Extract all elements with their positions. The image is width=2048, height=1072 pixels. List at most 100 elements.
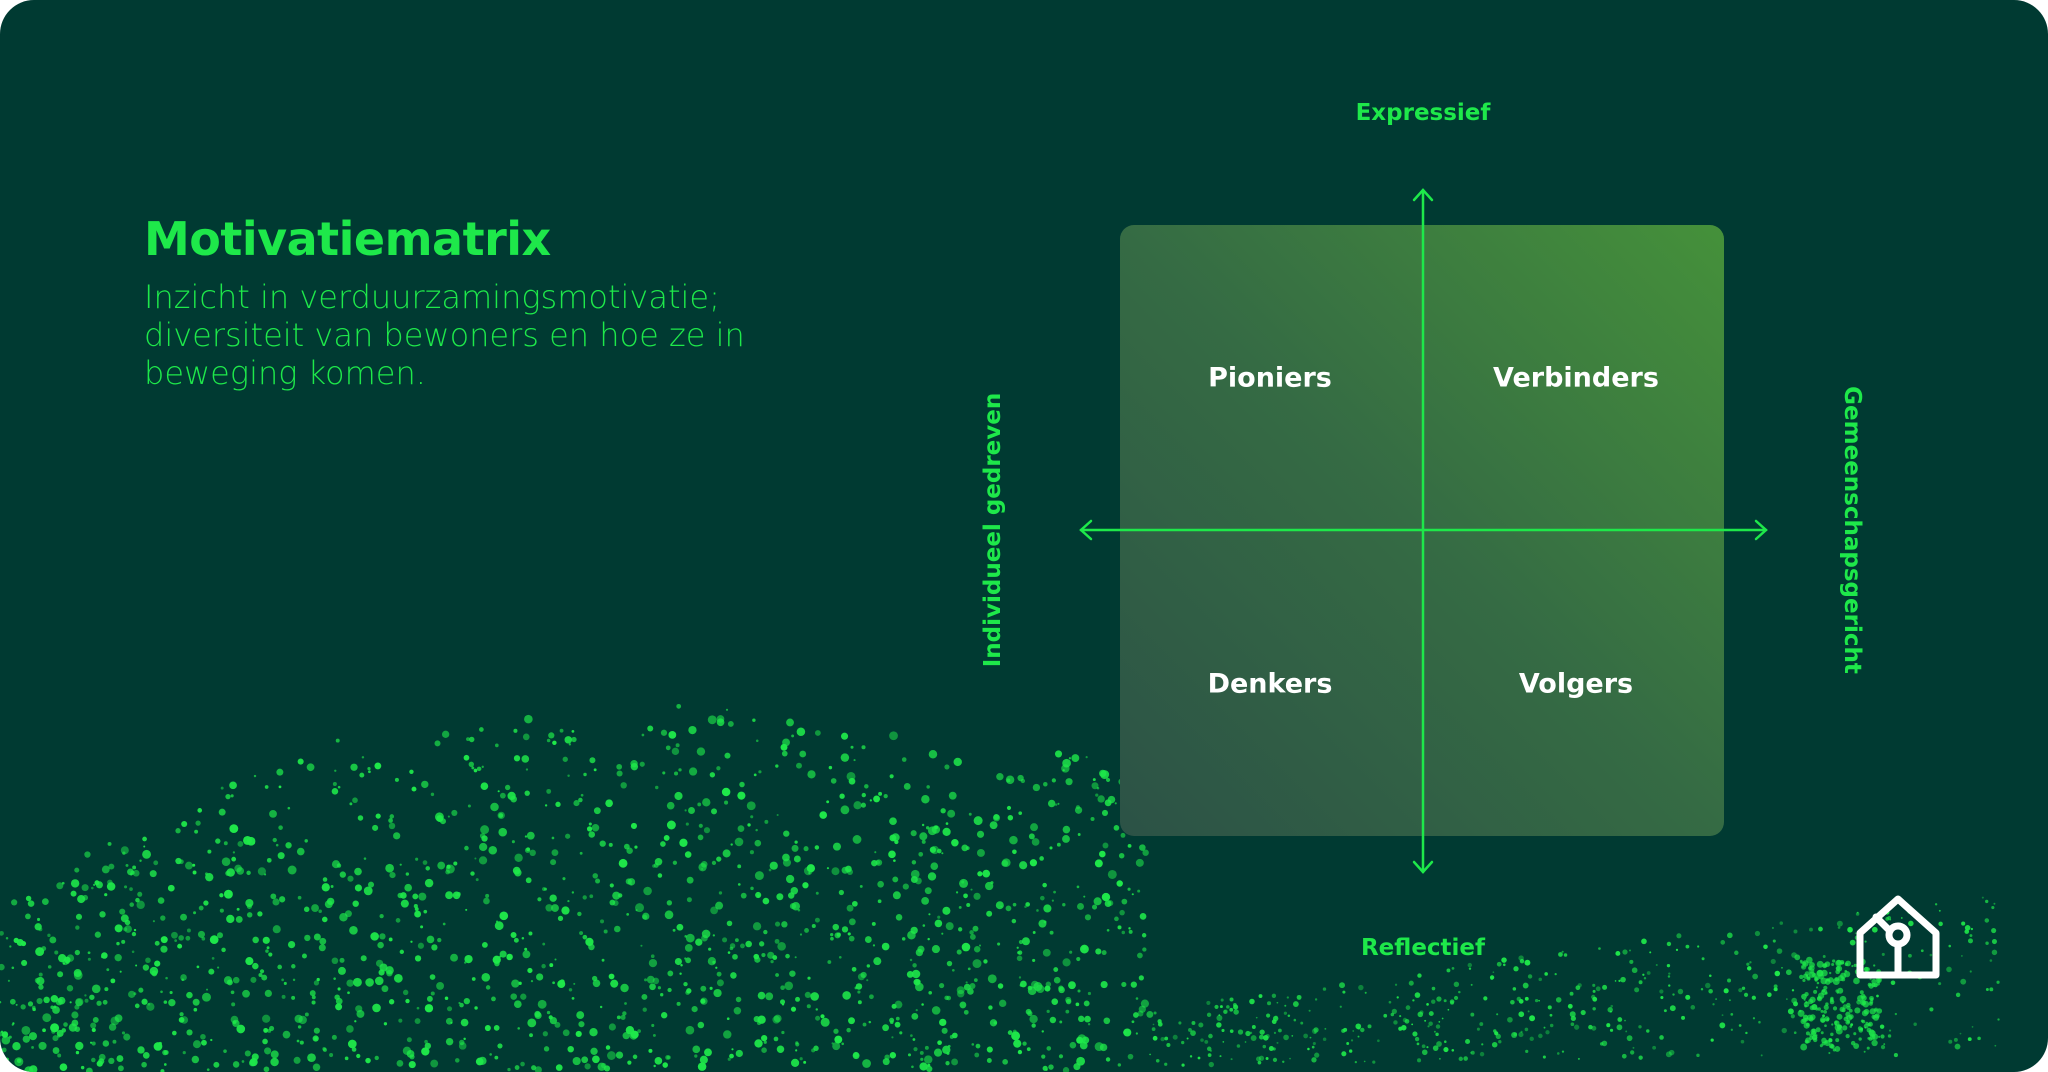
particle-dot	[1840, 972, 1847, 979]
particle-dot	[562, 756, 568, 762]
particle-dot	[780, 999, 786, 1005]
particle-dot	[578, 797, 583, 803]
particle-dot	[929, 846, 937, 853]
particle-dot	[1421, 1044, 1426, 1049]
particle-dot	[1760, 1054, 1763, 1057]
particle-dot	[1435, 1024, 1441, 1029]
particle-dot	[393, 973, 403, 983]
particle-dot	[589, 894, 594, 899]
particle-dot	[794, 956, 797, 959]
particle-dot	[804, 928, 809, 933]
particle-dot	[1091, 782, 1099, 790]
particle-dot	[468, 761, 474, 767]
particle-dot	[852, 835, 862, 844]
particle-dot	[1652, 1045, 1657, 1050]
particle-dot	[924, 1045, 929, 1050]
particle-dot	[85, 1067, 93, 1072]
particle-dot	[939, 983, 945, 989]
particle-dot	[971, 1043, 975, 1046]
particle-dot	[232, 851, 236, 854]
particle-dot	[444, 996, 449, 1001]
particle-dot	[425, 866, 430, 871]
particle-dot	[8, 1035, 12, 1039]
particle-dot	[686, 897, 692, 903]
particle-dot	[337, 987, 341, 991]
particle-dot	[1402, 1017, 1408, 1023]
particle-dot	[1860, 1019, 1864, 1023]
particle-dot	[35, 947, 45, 957]
particle-dot	[1727, 978, 1732, 983]
particle-dot	[1740, 1039, 1745, 1044]
particle-dot	[38, 984, 44, 990]
particle-dot	[603, 929, 608, 934]
particle-dot	[1723, 988, 1729, 994]
particle-dot	[1249, 1031, 1253, 1035]
particle-dot	[634, 845, 638, 849]
particle-dot	[21, 1025, 31, 1035]
particle-dot	[926, 1065, 933, 1072]
particle-dot	[1712, 1003, 1715, 1006]
particle-dot	[1836, 920, 1843, 927]
particle-dot	[534, 1010, 541, 1018]
particle-dot	[790, 1058, 800, 1067]
particle-dot	[1880, 1044, 1886, 1050]
particle-dot	[1046, 1046, 1052, 1051]
particle-dot	[1573, 1024, 1580, 1030]
particle-dot	[1793, 929, 1798, 934]
particle-dot	[91, 1041, 96, 1046]
particle-dot	[1057, 802, 1060, 805]
particle-dot	[446, 1006, 453, 1012]
particle-dot	[453, 861, 458, 866]
particle-dot	[1815, 1034, 1818, 1037]
particle-dot	[739, 781, 745, 788]
particle-dot	[550, 859, 557, 866]
particle-dot	[1641, 938, 1647, 945]
particle-dot	[796, 727, 806, 737]
particle-dot	[12, 1022, 15, 1025]
particle-dot	[1100, 980, 1108, 989]
particle-dot	[857, 990, 861, 994]
particle-dot	[398, 1018, 403, 1023]
particle-dot	[1396, 996, 1399, 999]
particle-dot	[142, 849, 151, 859]
particle-dot	[1062, 958, 1071, 967]
particle-dot	[142, 836, 147, 842]
particle-dot	[276, 768, 284, 776]
particle-dot	[551, 849, 559, 857]
particle-dot	[1785, 969, 1792, 976]
particle-dot	[303, 906, 310, 913]
particle-dot	[1311, 1045, 1315, 1049]
particle-dot	[331, 788, 339, 795]
particle-dot	[242, 989, 250, 998]
particle-dot	[223, 841, 228, 846]
particle-dot	[1467, 962, 1472, 968]
particle-dot	[165, 976, 168, 980]
particle-dot	[869, 799, 872, 802]
particle-dot	[585, 937, 594, 947]
particle-dot	[527, 967, 533, 974]
particle-dot	[426, 935, 435, 944]
particle-dot	[848, 918, 856, 926]
particle-dot	[1829, 999, 1835, 1005]
particle-dot	[983, 959, 988, 964]
particle-dot	[265, 949, 269, 953]
particle-dot	[52, 1006, 60, 1014]
particle-dot	[304, 839, 308, 843]
particle-dot	[181, 820, 188, 828]
particle-dot	[726, 920, 733, 927]
particle-dot	[810, 992, 819, 1001]
particle-dot	[1032, 958, 1036, 962]
particle-dot	[1216, 1022, 1222, 1028]
particle-dot	[1849, 939, 1856, 946]
particle-dot	[1469, 1051, 1472, 1054]
particle-dot	[1013, 1039, 1022, 1048]
particle-dot	[1752, 973, 1759, 980]
particle-dot	[352, 797, 358, 804]
particle-dot	[1822, 955, 1826, 958]
particle-dot	[797, 908, 801, 912]
particle-dot	[297, 895, 302, 900]
particle-dot	[42, 1013, 52, 1023]
particle-dot	[367, 766, 371, 771]
particle-dot	[1719, 1022, 1726, 1029]
